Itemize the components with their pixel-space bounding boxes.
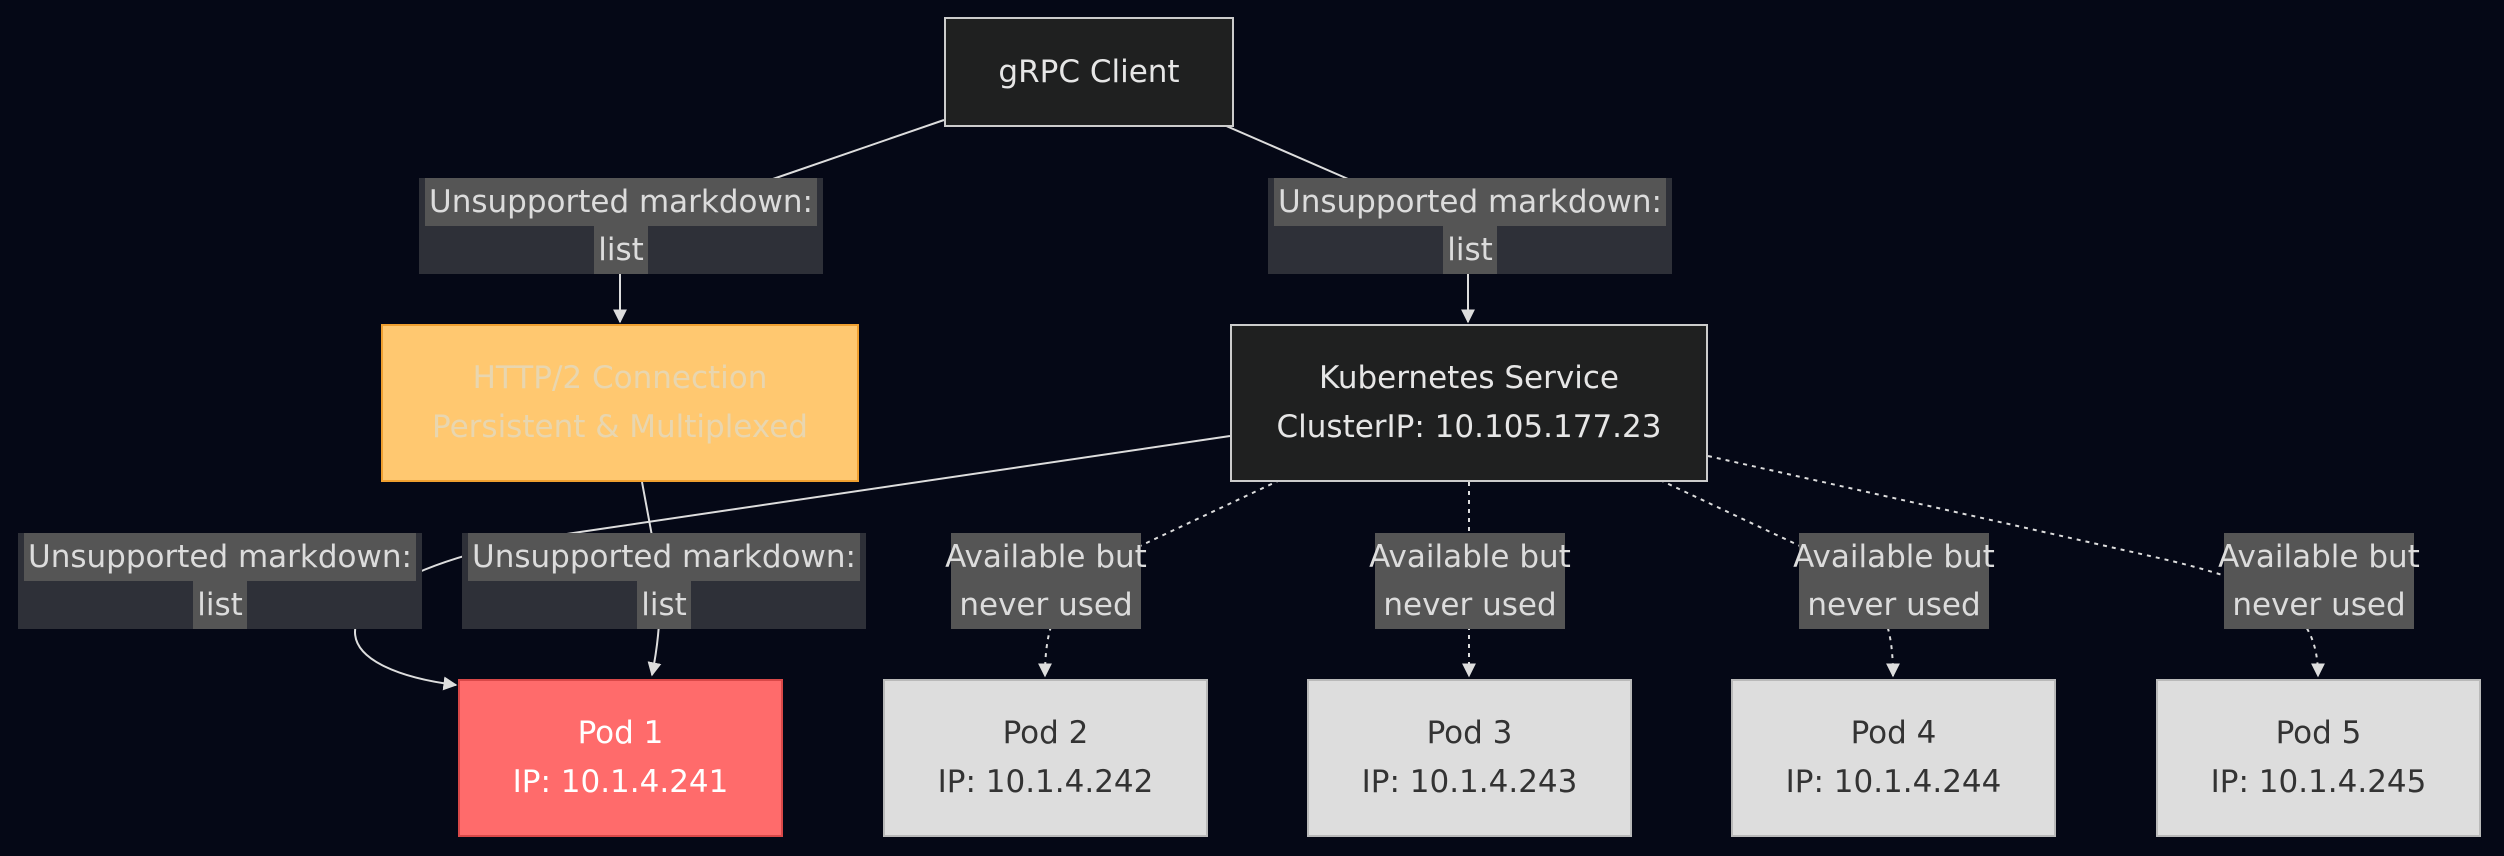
edge-label-line: Unsupported markdown:: [1274, 178, 1666, 226]
edge-label-line: Unsupported markdown:: [468, 533, 860, 581]
grpc-client-node[interactable]: gRPC Client: [944, 17, 1234, 127]
pod-5-title: Pod 5: [2275, 715, 2362, 751]
edge-label-service-pod1: Unsupported markdown: list: [18, 533, 422, 629]
edge-label-service-pod4: Available but never used: [1793, 533, 1995, 629]
edge-label-client-service: Unsupported markdown: list: [1268, 178, 1672, 274]
pod-4-title: Pod 4: [1850, 715, 1937, 751]
pod-1-node[interactable]: Pod 1 IP: 10.1.4.241: [458, 679, 783, 837]
edge-label-service-pod2: Available but never used: [945, 533, 1147, 629]
edge-label-line: never used: [1383, 587, 1557, 623]
edge-label-line: Available but: [1793, 539, 1995, 575]
kubernetes-service-title: Kubernetes Service: [1319, 360, 1619, 396]
edge-label-line: Available but: [2218, 539, 2420, 575]
pod-2-node[interactable]: Pod 2 IP: 10.1.4.242: [883, 679, 1208, 837]
pod-5-ip: IP: 10.1.4.245: [2210, 764, 2427, 800]
pod-4-ip: IP: 10.1.4.244: [1785, 764, 2002, 800]
http2-connection-subtitle: Persistent & Multiplexed: [432, 409, 808, 445]
pod-1-title: Pod 1: [577, 715, 664, 751]
grpc-client-label: gRPC Client: [998, 53, 1180, 90]
kubernetes-service-clusterip: ClusterIP: 10.105.177.23: [1276, 409, 1662, 445]
edge-label-line: list: [637, 581, 691, 629]
pod-3-node[interactable]: Pod 3 IP: 10.1.4.243: [1307, 679, 1632, 837]
http2-connection-title: HTTP/2 Connection: [472, 360, 768, 396]
pod-4-node[interactable]: Pod 4 IP: 10.1.4.244: [1731, 679, 2056, 837]
edge-label-http2-pod1: Unsupported markdown: list: [462, 533, 866, 629]
pod-2-title: Pod 2: [1002, 715, 1089, 751]
edge-label-line: list: [1443, 226, 1497, 274]
pod-2-ip: IP: 10.1.4.242: [937, 764, 1154, 800]
pod-1-ip: IP: 10.1.4.241: [512, 764, 729, 800]
edge-label-line: Available but: [945, 539, 1147, 575]
edge-label-line: never used: [959, 587, 1133, 623]
pod-5-node[interactable]: Pod 5 IP: 10.1.4.245: [2156, 679, 2481, 837]
edge-label-line: list: [594, 226, 648, 274]
kubernetes-service-node[interactable]: Kubernetes Service ClusterIP: 10.105.177…: [1230, 324, 1708, 482]
edge-label-line: list: [193, 581, 247, 629]
edge-label-service-pod3: Available but never used: [1369, 533, 1571, 629]
pod-3-ip: IP: 10.1.4.243: [1361, 764, 1578, 800]
edge-label-line: Available but: [1369, 539, 1571, 575]
edge-label-line: never used: [1807, 587, 1981, 623]
edge-label-service-pod5: Available but never used: [2218, 533, 2420, 629]
edge-label-line: never used: [2232, 587, 2406, 623]
http2-connection-node[interactable]: HTTP/2 Connection Persistent & Multiplex…: [381, 324, 859, 482]
edge-label-line: Unsupported markdown:: [24, 533, 416, 581]
pod-3-title: Pod 3: [1426, 715, 1513, 751]
edge-label-line: Unsupported markdown:: [425, 178, 817, 226]
edge-label-client-http2: Unsupported markdown: list: [419, 178, 823, 274]
